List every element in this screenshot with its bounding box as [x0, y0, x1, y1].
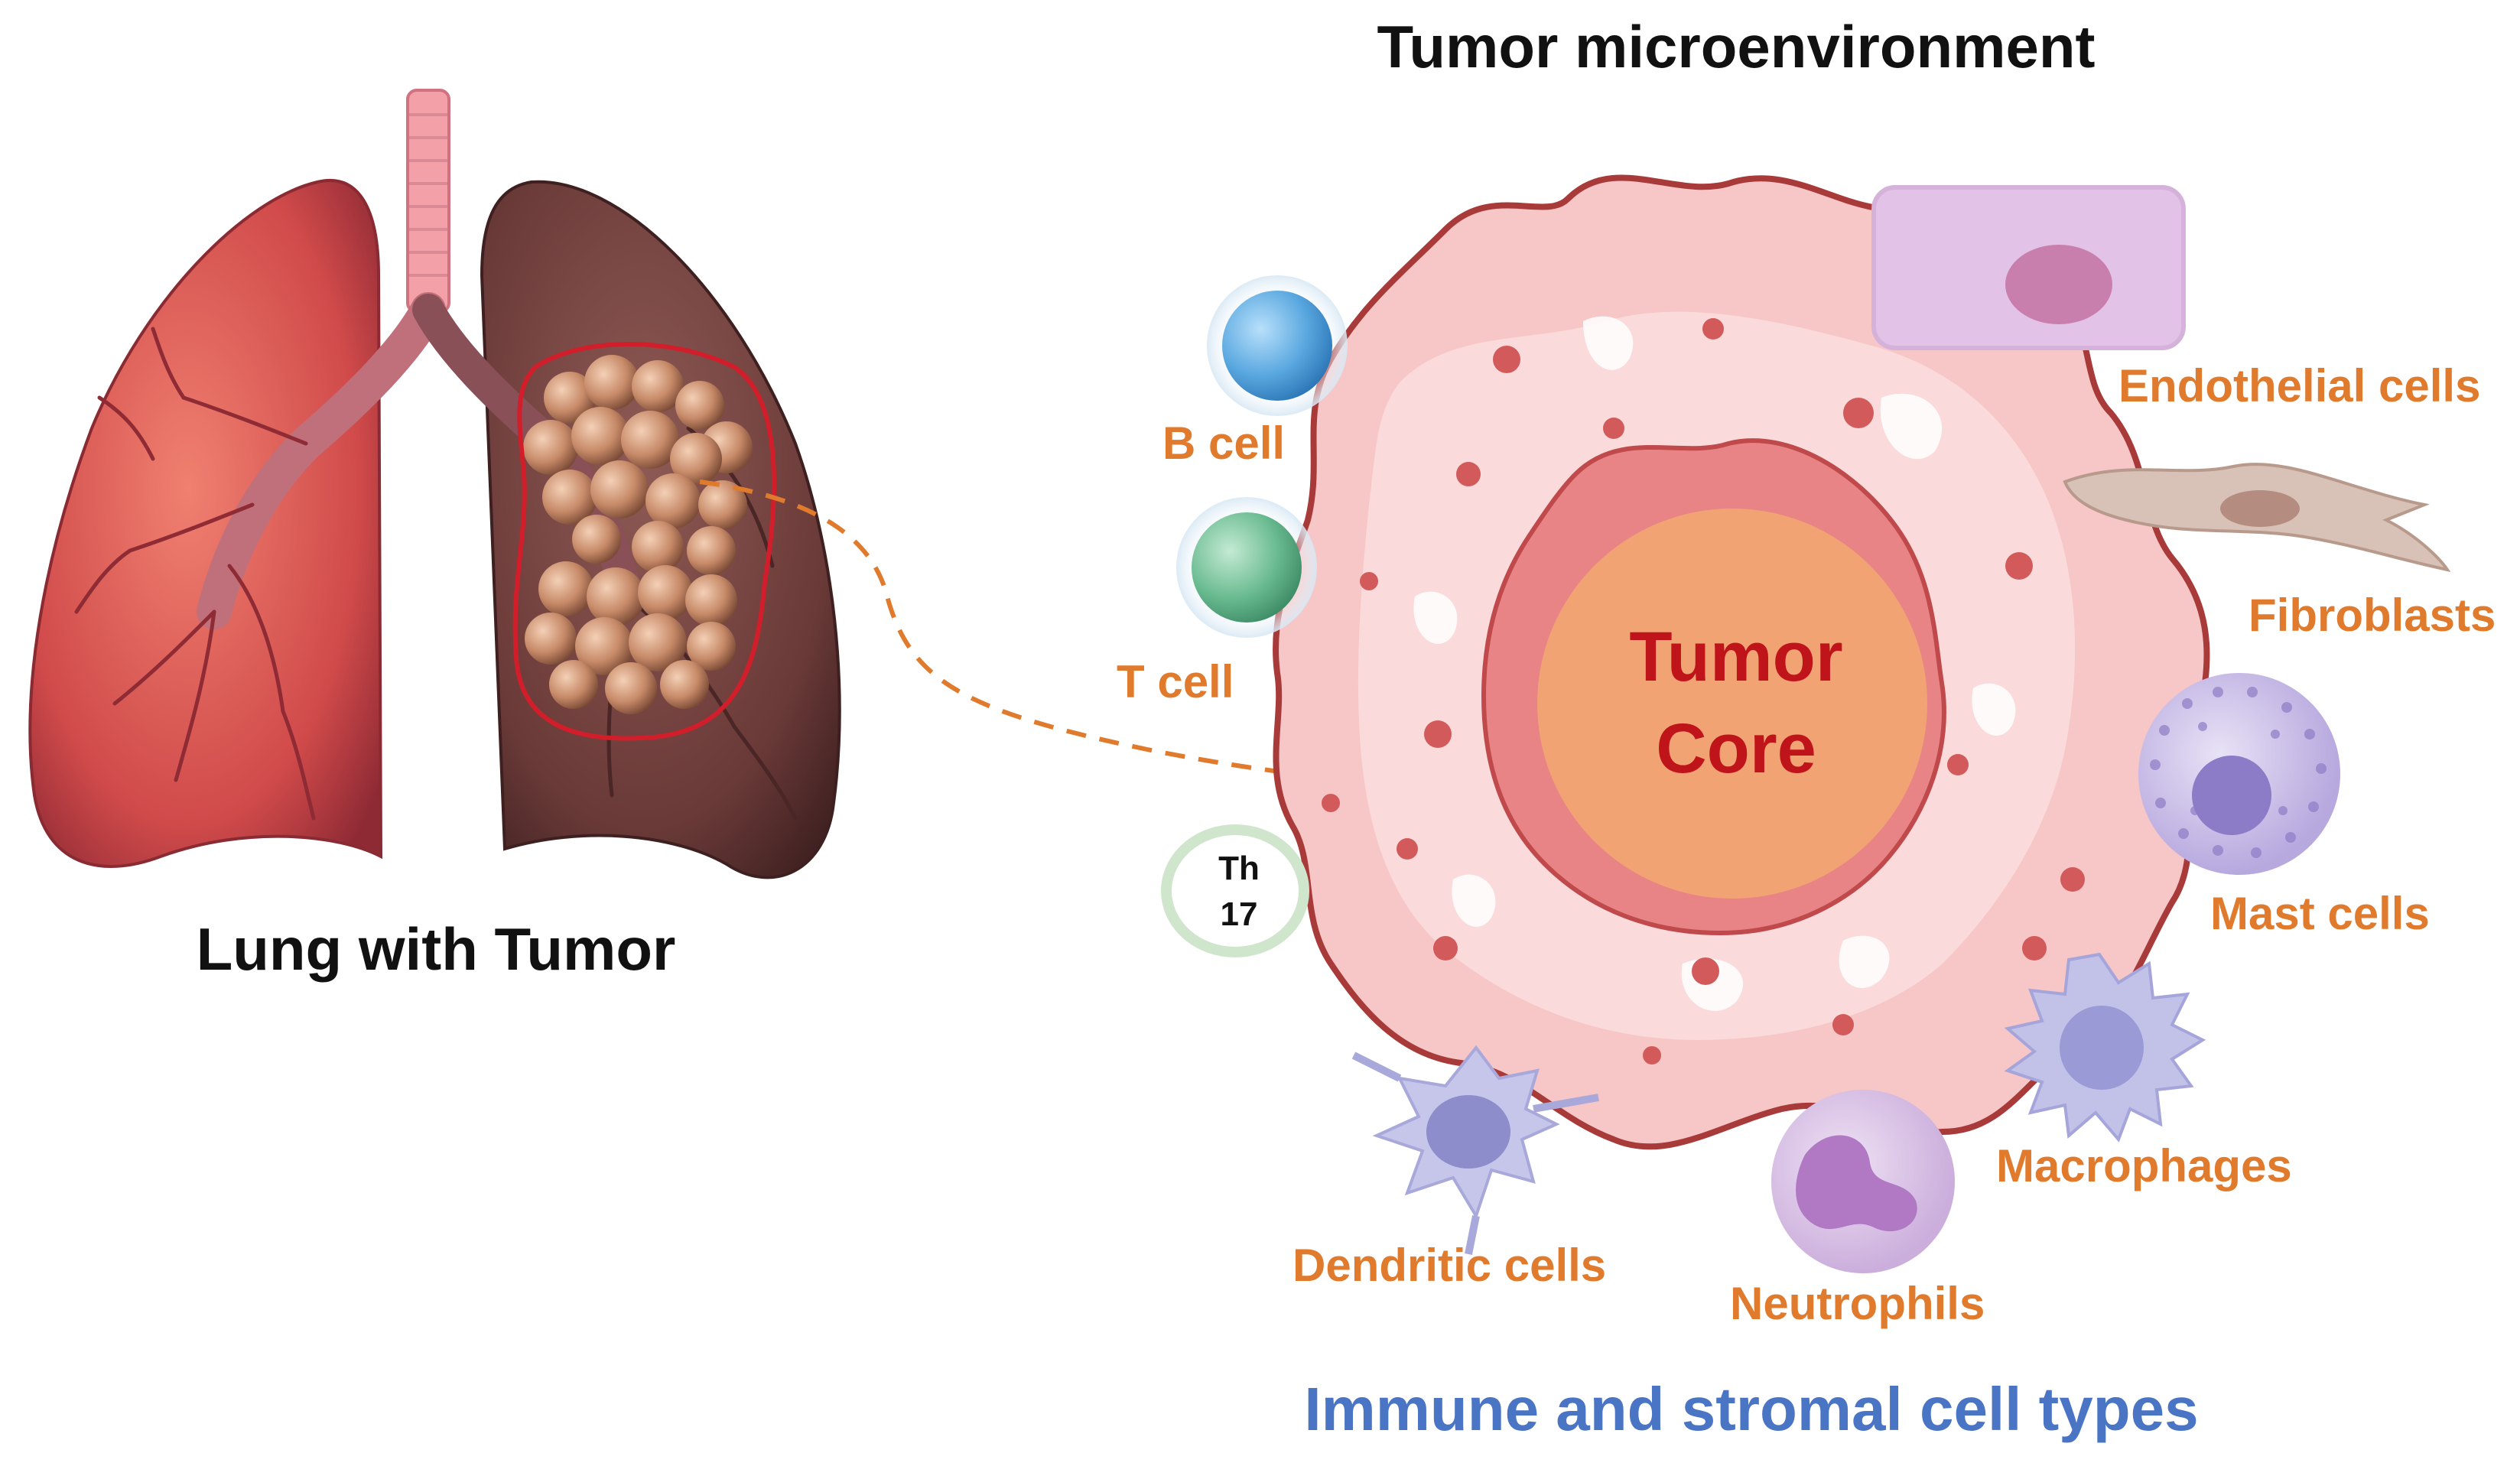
- dendritic-cells-label: Dendritic cells: [1293, 1240, 1606, 1291]
- macrophages-label: Macrophages: [1996, 1140, 2292, 1191]
- tumor-blob: Tumor Core: [1273, 174, 2210, 1150]
- macrophage-icon: [2004, 952, 2206, 1143]
- tumor-core-circle: [1537, 509, 1927, 899]
- trachea: [406, 89, 450, 314]
- tumor-core-label-line1: Tumor: [1629, 618, 1842, 696]
- fibroblasts-label: Fibroblasts: [2248, 590, 2496, 641]
- t-cell-label: T cell: [1117, 656, 1234, 707]
- t-cell-icon: [1176, 497, 1317, 638]
- endothelial-cells-label: Endothelial cells: [2118, 360, 2480, 411]
- mast-cell-icon: [2138, 673, 2340, 875]
- b-cell-label: B cell: [1162, 418, 1285, 469]
- lung-title: Lung with Tumor: [197, 915, 676, 983]
- th17-cell-icon: [1161, 824, 1309, 957]
- tumor-outline: [512, 342, 776, 741]
- mast-cell-granules: [2150, 687, 2327, 858]
- trachea-rings: [409, 113, 447, 277]
- th17-label-line2: 17: [1221, 896, 1258, 933]
- th17-label-line1: Th: [1218, 850, 1260, 887]
- lung-illustration: [28, 89, 841, 879]
- lung-tumor-mass: [523, 355, 753, 714]
- b-cell-icon: [1207, 275, 1348, 416]
- endothelial-cell-icon: [1871, 185, 2186, 350]
- fibroblast-icon: [2063, 463, 2451, 572]
- neutrophils-label: Neutrophils: [1730, 1278, 1985, 1329]
- tme-title: Tumor microenvironment: [1377, 13, 2095, 80]
- tumor-core-label-line2: Core: [1656, 710, 1816, 788]
- tumor-white-patches: [1413, 316, 2016, 1011]
- dendritic-cell-icon: [1351, 1045, 1599, 1255]
- neutrophil-icon: [1771, 1090, 1955, 1273]
- tumor-dots: [1322, 318, 2085, 1065]
- immune-stromal-title: Immune and stromal cell types: [1304, 1375, 2198, 1443]
- mast-cells-label: Mast cells: [2210, 888, 2430, 939]
- vessel-branches: [74, 327, 316, 821]
- connector-line: [699, 479, 1492, 785]
